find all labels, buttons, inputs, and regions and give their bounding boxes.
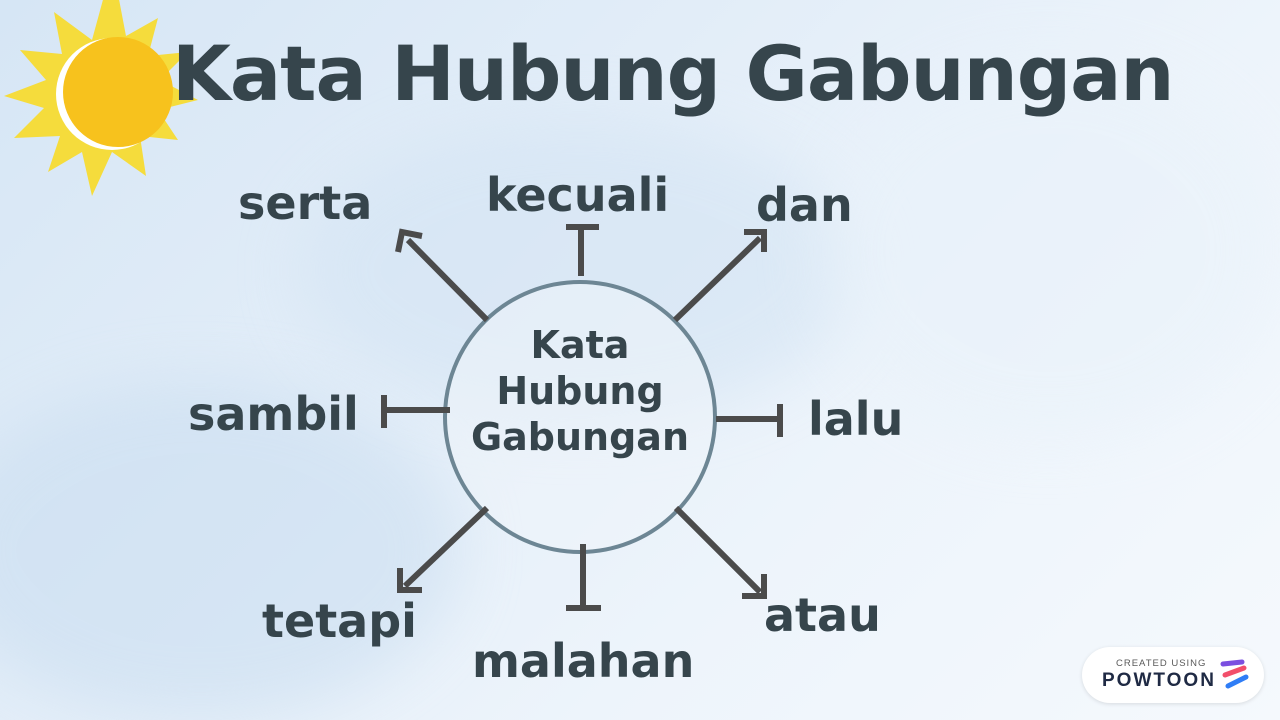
arrow-tetapi — [397, 505, 490, 593]
arrow-malahan — [566, 544, 601, 611]
background-wash — [820, 60, 1280, 440]
arrow-lalu — [716, 404, 783, 437]
branch-serta: serta — [238, 176, 373, 230]
branch-sambil: sambil — [188, 387, 359, 441]
powtoon-logo-icon — [1220, 659, 1249, 689]
branch-tetapi: tetapi — [262, 594, 417, 648]
center-label-line: Hubung — [496, 369, 664, 413]
powtoon-badge[interactable]: CREATED USING POWTOON — [1082, 647, 1264, 703]
center-label-line: Gabungan — [470, 415, 690, 459]
arrow-kecuali — [566, 224, 599, 276]
page-title: Kata Hubung Gabungan — [172, 29, 1175, 118]
branch-kecuali: kecuali — [486, 168, 670, 222]
arrow-dan — [672, 229, 767, 323]
center-label: Kata Hubung Gabungan — [450, 322, 710, 460]
center-label-line: Kata — [530, 323, 630, 367]
branch-atau: atau — [764, 588, 881, 642]
branch-lalu: lalu — [808, 392, 904, 446]
branch-malahan: malahan — [472, 634, 695, 688]
arrow-sambil — [381, 395, 450, 428]
badge-brand: POWTOON — [1102, 670, 1216, 691]
badge-caption: CREATED USING — [1116, 658, 1207, 669]
arrow-atau — [673, 505, 767, 599]
branch-dan: dan — [756, 178, 853, 232]
background-wash — [0, 380, 460, 720]
arrow-serta — [395, 228, 490, 323]
sun-icon — [4, 0, 198, 196]
